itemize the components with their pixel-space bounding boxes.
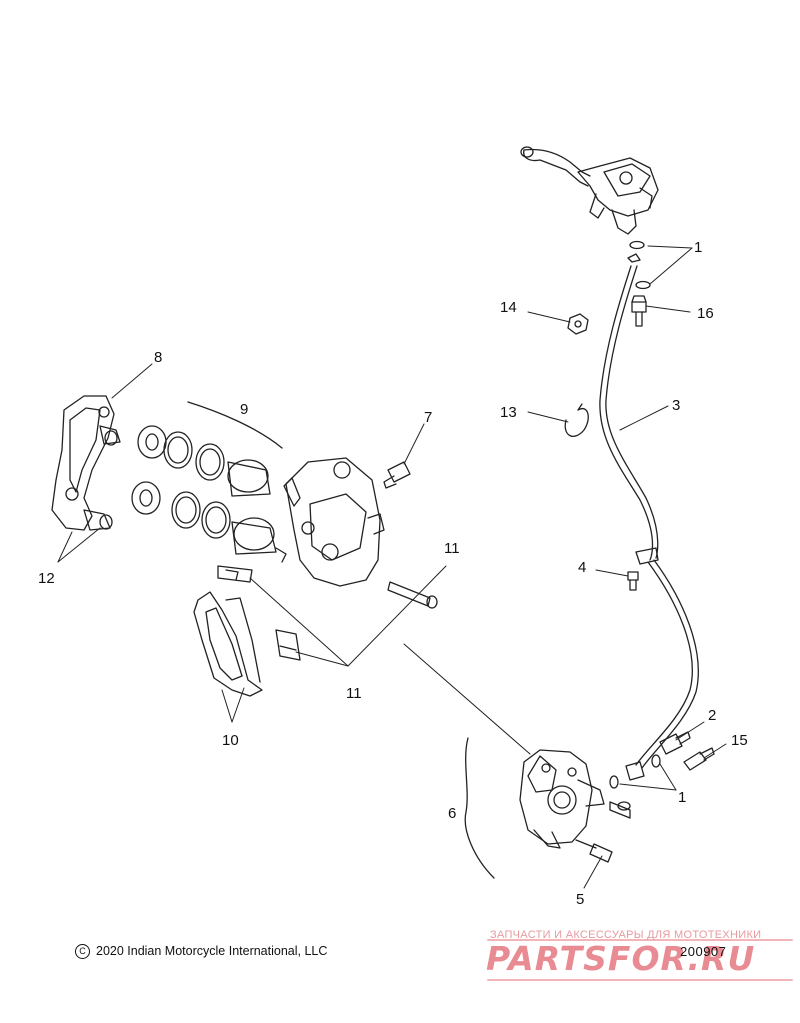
callout-4: 4 — [578, 559, 587, 576]
pad-spring-11 — [217, 565, 301, 661]
watermark-logo-art — [487, 939, 793, 981]
callout-11-bottom: 11 — [346, 685, 362, 702]
fitting-2 — [659, 731, 691, 755]
copyright-text: 2020 Indian Motorcycle International, LL… — [96, 944, 328, 958]
callout-5: 5 — [576, 891, 585, 908]
callout-13: 13 — [500, 404, 517, 421]
watermark-brand: PARTSFOR.RU — [486, 939, 756, 978]
master-cylinder-lever — [520, 146, 659, 235]
brake-pads-10 — [193, 591, 263, 697]
diagram-id: 200907 — [680, 944, 727, 959]
callout-6: 6 — [448, 805, 457, 822]
piston-seal-set-9 — [131, 401, 287, 563]
fitting-15 — [683, 747, 715, 771]
hose-clip-13 — [564, 403, 589, 437]
callout-16: 16 — [697, 305, 714, 322]
copyright-notice: C 2020 Indian Motorcycle International, L… — [75, 944, 328, 960]
brake-hose — [599, 253, 699, 781]
pad-pin-11 — [387, 581, 438, 609]
banjo-bolt-16 — [631, 295, 647, 327]
nut-14 — [567, 313, 589, 335]
brace-6 — [464, 737, 495, 879]
watermark-tagline: ЗАПЧАСТИ И АКСЕССУАРЫ ДЛЯ МОТОТЕХНИКИ — [490, 929, 762, 941]
caliper-body — [283, 457, 385, 587]
callout-8: 8 — [154, 349, 163, 366]
washer-bolt-6 — [609, 801, 631, 819]
copyright-icon: C — [75, 944, 90, 960]
bolt-4 — [627, 571, 639, 591]
callout-1-top: 1 — [694, 239, 703, 256]
callout-9: 9 — [240, 401, 249, 418]
bolt-5 — [575, 839, 613, 863]
caliper-assembly-6 — [519, 749, 605, 849]
callout-11-top: 11 — [444, 540, 460, 557]
leader-lines — [57, 245, 727, 889]
callout-7: 7 — [424, 409, 433, 426]
callout-2: 2 — [708, 707, 717, 724]
o-ring-bottom-pair — [609, 754, 661, 789]
caliper-bracket-8 — [51, 395, 121, 531]
callout-12: 12 — [38, 570, 55, 587]
callout-15: 15 — [731, 732, 748, 749]
callout-14: 14 — [500, 299, 517, 316]
o-ring-top-pair — [629, 240, 651, 290]
callout-1-bottom: 1 — [678, 789, 687, 806]
callout-10: 10 — [222, 732, 239, 749]
bleeder-7 — [383, 461, 411, 489]
callout-3: 3 — [672, 397, 681, 414]
